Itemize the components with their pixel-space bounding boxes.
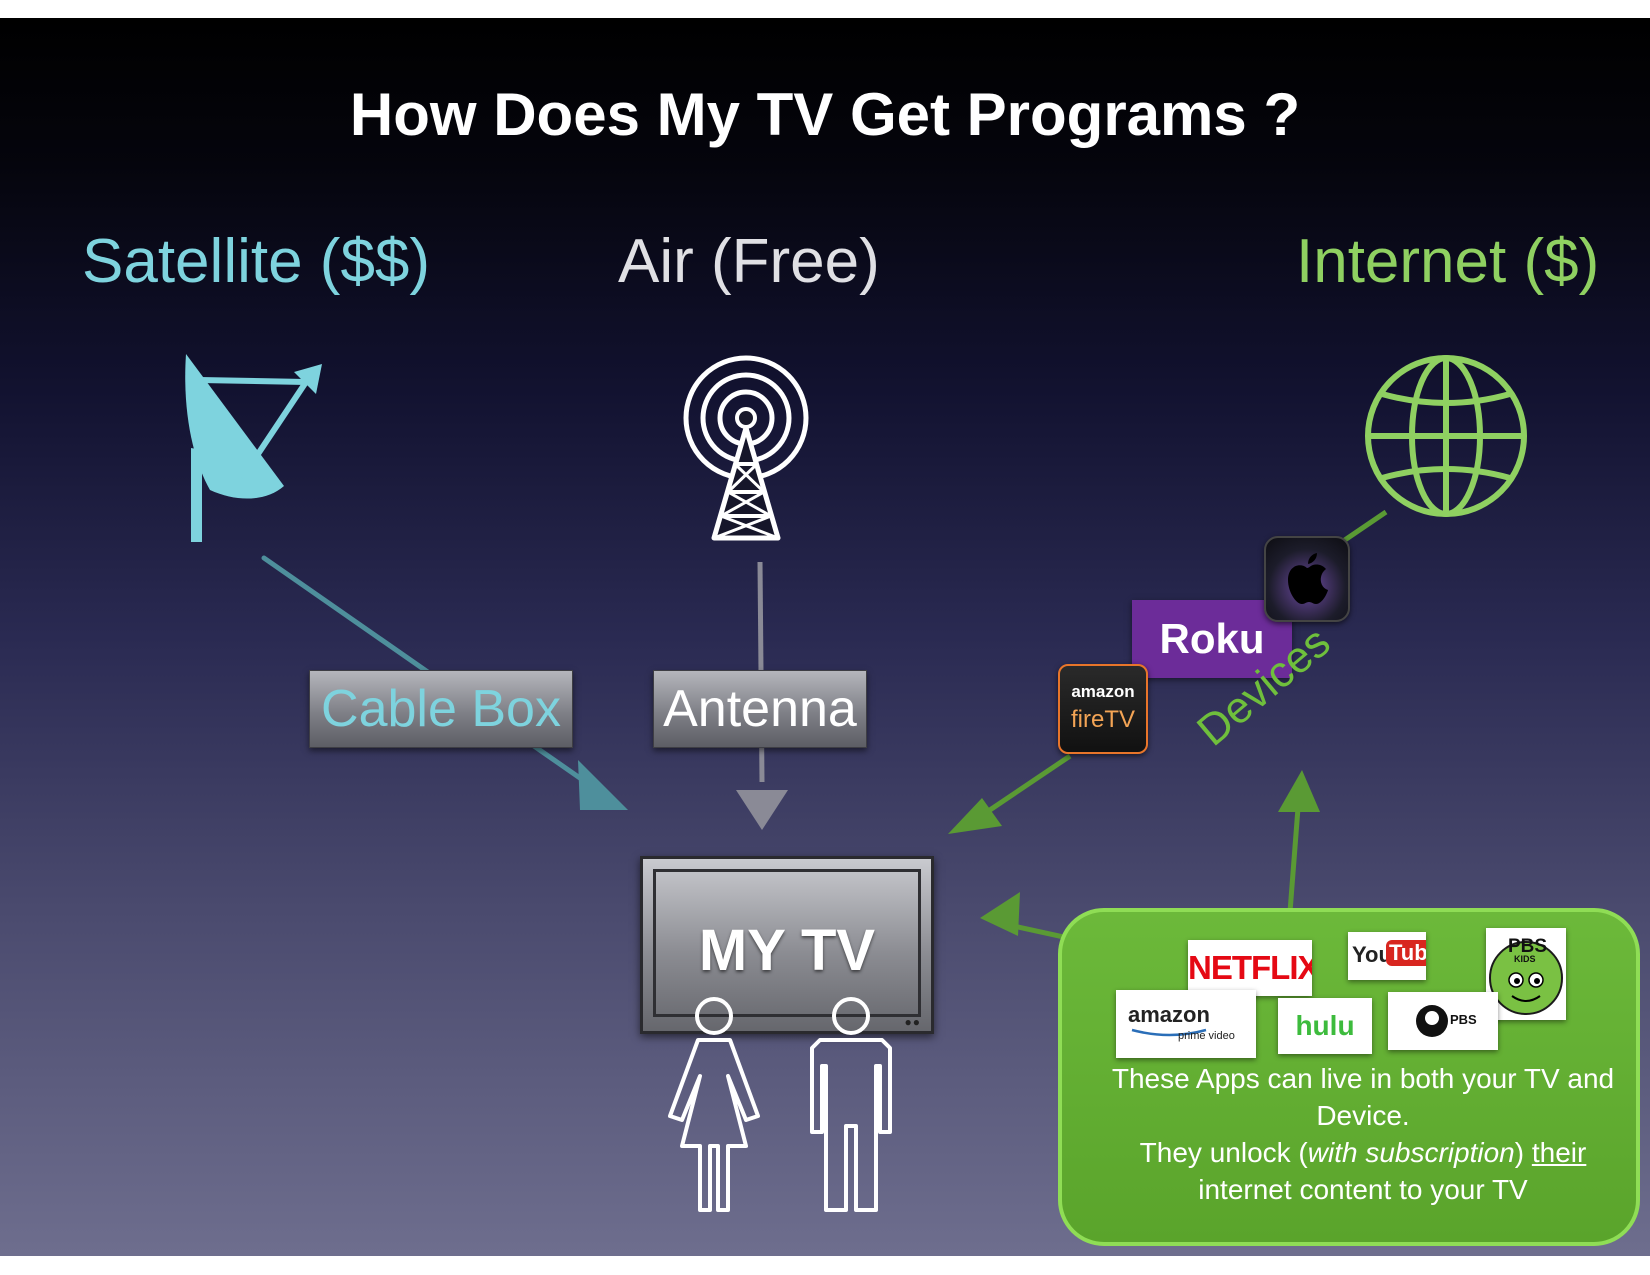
apps-text-line1: These Apps can live in both your TV and … (1111, 1063, 1615, 1131)
youtube-logo: You Tube (1348, 932, 1426, 980)
youtube-you-text: You (1352, 942, 1392, 967)
amazon-prime-video-logo: amazon prime video (1116, 990, 1256, 1058)
tv-label: MY TV (698, 918, 876, 983)
satellite-dish-icon (185, 354, 322, 542)
apps-text-italic: with subscription (1307, 1137, 1515, 1168)
apple-tv-icon (1288, 553, 1328, 604)
pbs-kids-bottom-text: KIDS (1514, 954, 1536, 964)
tv-screen (653, 869, 921, 1017)
source-air-label: Air (Free) (618, 227, 880, 296)
antenna-box: Antenna (653, 670, 867, 748)
arrow-devices (976, 753, 1072, 821)
woman-icon (668, 997, 760, 1212)
broadcast-tower-icon (683, 355, 809, 541)
pbs-logo: PBS (1388, 992, 1498, 1050)
globe-icon (1365, 355, 1527, 517)
fire-tv-device: amazon fireTV (1058, 664, 1148, 754)
apps-text-underline: their (1531, 1137, 1587, 1168)
apple-tv-device (1264, 536, 1350, 622)
pbs-kids-top-text: PBS (1508, 936, 1548, 957)
source-internet-label: Internet ($) (1296, 227, 1600, 296)
pbs-head-icon (1416, 1005, 1448, 1037)
amazon-bottom-text: prime video (1178, 1030, 1235, 1042)
amazon-top-text: amazon (1128, 1002, 1210, 1027)
slide-title: How Does My TV Get Programs ? (349, 81, 1301, 148)
hulu-logo: hulu (1278, 998, 1372, 1054)
arrowhead-air (736, 790, 788, 830)
apps-text-line3: internet content to your TV (1198, 1174, 1528, 1205)
youtube-tube-text: Tube (1386, 940, 1426, 966)
cable-box: Cable Box (309, 670, 573, 748)
source-satellite-label: Satellite ($$) (82, 227, 431, 296)
pbs-kids-logo: PBS KIDS (1486, 928, 1566, 1020)
arrowhead-devices (948, 798, 1002, 834)
roku-logo-text: Roku (1159, 615, 1265, 662)
fire-tv-top-text: amazon (1071, 682, 1135, 701)
slide: How Does My TV Get Programs ? Satellite … (0, 18, 1650, 1256)
arrowhead-apps-devices (1278, 770, 1320, 812)
amazon-smile-icon (1131, 1028, 1207, 1037)
my-tv: MY TV ●● (640, 856, 934, 1034)
pbs-text: PBS (1450, 1012, 1477, 1027)
fire-tv-bottom-text: fireTV (1070, 706, 1135, 733)
man-icon (810, 997, 892, 1212)
pbs-kids-icon (1489, 941, 1563, 1015)
arrowhead-satellite (578, 760, 628, 810)
apps-description: These Apps can live in both your TV and … (1098, 1060, 1628, 1208)
tv-indicator-dots: ●● (904, 1015, 921, 1029)
arrowhead-apps-tv (980, 892, 1020, 936)
apps-text-line2: They unlock (with subscription) their (1139, 1137, 1587, 1168)
netflix-logo: NETFLIX (1188, 940, 1312, 996)
